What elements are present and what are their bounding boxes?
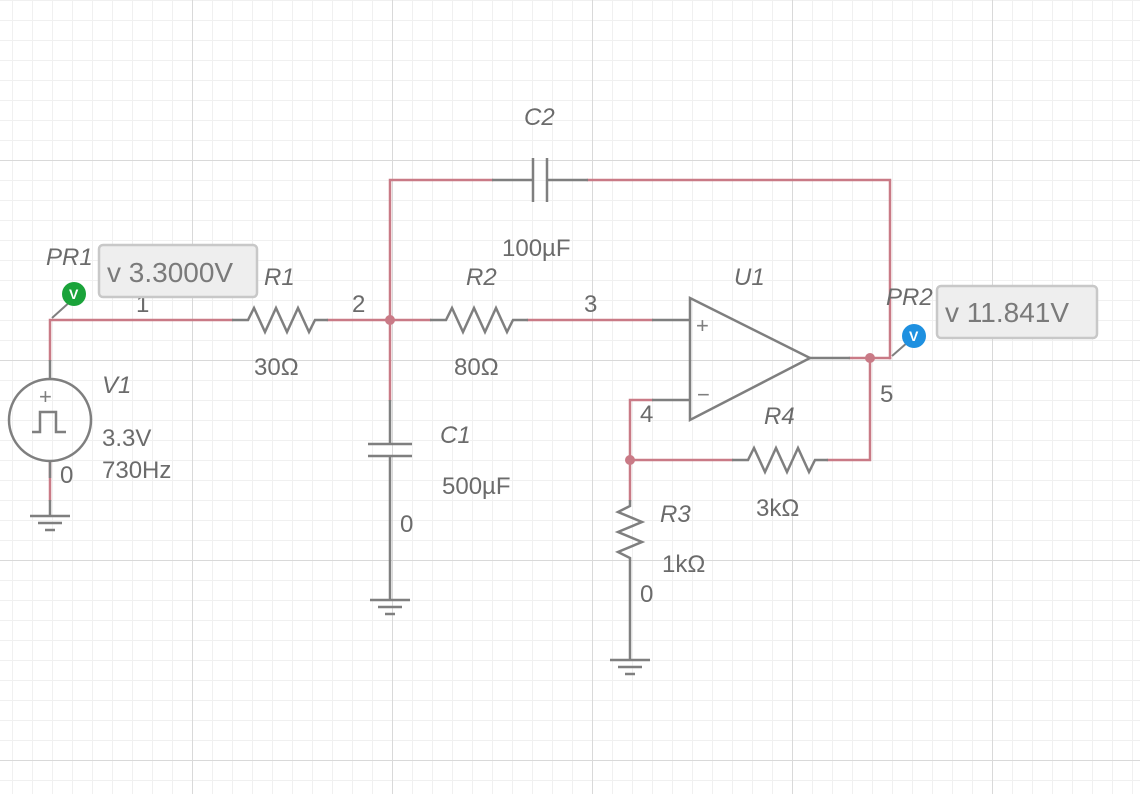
c2-label: C2 — [524, 104, 555, 131]
c1-value: 500µF — [442, 473, 511, 500]
r4-value: 3kΩ — [756, 495, 799, 522]
r1-resistor[interactable] — [232, 304, 328, 336]
probe-pr2-reading: v 11.841V — [945, 297, 1069, 328]
r3-value: 1kΩ — [662, 551, 705, 578]
r3-resistor[interactable] — [614, 500, 646, 656]
r2-value: 80Ω — [454, 354, 499, 381]
wire-node-5-c2[interactable] — [586, 178, 892, 360]
wire-node-4[interactable] — [628, 398, 734, 462]
r1-value: 30Ω — [254, 354, 299, 381]
junction-node-5 — [865, 353, 875, 363]
probe-pr1-readout[interactable]: v 3.3000V — [97, 243, 259, 299]
v1-amplitude: 3.3V — [102, 425, 151, 452]
r2-resistor[interactable] — [430, 304, 528, 336]
r2-label: R2 — [466, 264, 497, 291]
ground-icon — [30, 500, 70, 532]
junction-node-4 — [625, 455, 635, 465]
wires — [48, 178, 892, 502]
c1-capacitor[interactable] — [368, 400, 412, 596]
v1-source[interactable]: + — [7, 360, 93, 478]
probe-pr2[interactable]: V — [891, 324, 926, 357]
node-label-2: 2 — [352, 291, 365, 318]
probe-pr2-dot[interactable] — [902, 324, 926, 348]
ground-icon — [610, 656, 650, 676]
u1-minus-sign: − — [697, 382, 710, 407]
c2-value: 100µF — [502, 235, 571, 262]
wire-node-1[interactable] — [48, 318, 234, 362]
v1-label: V1 — [102, 372, 131, 399]
v1-plus-sign: + — [39, 384, 52, 409]
square-wave-icon — [32, 410, 66, 434]
v1-frequency: 730Hz — [102, 457, 171, 484]
probe-pr1-label: PR1 — [46, 244, 93, 271]
junction-node-2 — [385, 315, 395, 325]
probe-pr1-reading: v 3.3000V — [107, 257, 233, 288]
probe-pr1[interactable]: V — [51, 282, 86, 319]
probe-pr2-badge: V — [909, 328, 919, 344]
node-label-0-c1: 0 — [400, 511, 413, 538]
wire-node-5-r4[interactable] — [826, 356, 872, 462]
node-label-0-r3: 0 — [640, 581, 653, 608]
r1-label: R1 — [264, 264, 295, 291]
c1-label: C1 — [440, 422, 471, 449]
probe-pr2-label: PR2 — [886, 284, 933, 311]
u1-opamp[interactable]: + − — [652, 295, 850, 423]
r4-label: R4 — [764, 403, 795, 430]
probe-pr1-dot[interactable] — [62, 282, 86, 306]
wire-node-2-to-c2[interactable] — [388, 178, 494, 322]
r3-label: R3 — [660, 501, 691, 528]
r4-resistor[interactable] — [732, 444, 828, 476]
node-label-0-v1: 0 — [60, 462, 73, 489]
probe-pr2-readout[interactable]: v 11.841V — [935, 284, 1099, 340]
ground-icon — [370, 596, 410, 616]
u1-plus-sign: + — [696, 313, 709, 338]
probe-pr1-badge: V — [69, 286, 79, 302]
node-label-3: 3 — [584, 291, 597, 318]
u1-label: U1 — [734, 264, 765, 291]
node-label-5: 5 — [880, 381, 893, 408]
c2-capacitor[interactable] — [492, 158, 588, 202]
node-label-4: 4 — [640, 401, 653, 428]
